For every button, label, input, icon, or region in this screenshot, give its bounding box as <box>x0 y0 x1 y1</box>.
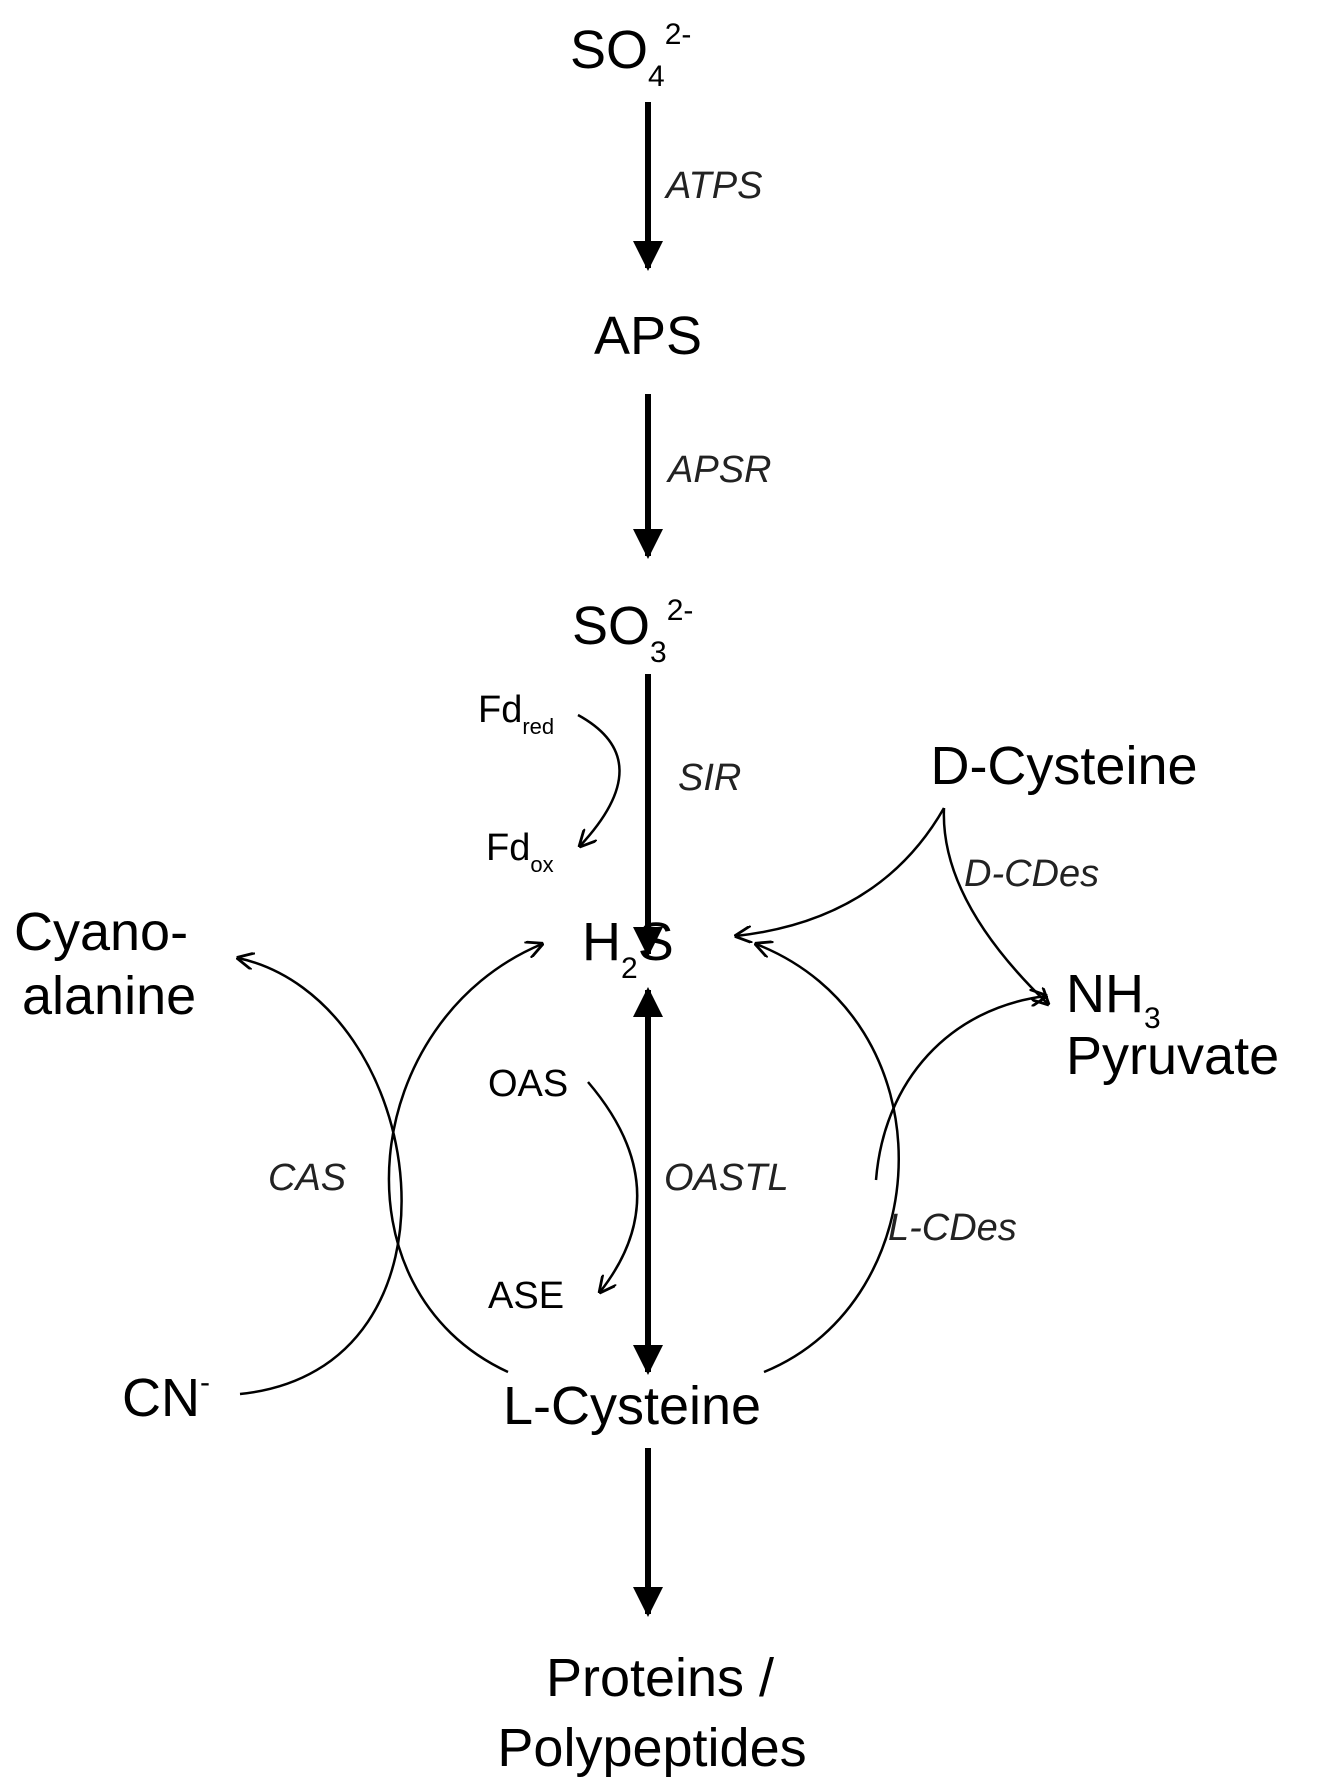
enzyme-cas: CAS <box>268 1157 346 1199</box>
compound-oas: OAS <box>488 1063 568 1105</box>
arrow-oas-to-ase <box>587 1081 639 1292</box>
compound-fd-red: Fdred <box>478 689 554 739</box>
compound-cyanoalanine-line1: Cyano- <box>14 902 188 962</box>
arrow-fd-red-to-fd-ox <box>578 713 621 846</box>
cyanide-charge: - <box>200 1366 210 1399</box>
compound-fd-ox: Fdox <box>486 827 554 877</box>
h2s-subscript: 2 <box>621 952 638 985</box>
sulfate-charge: 2- <box>665 18 692 51</box>
enzyme-d-cdes: D-CDes <box>964 853 1099 895</box>
compound-ase: ASE <box>488 1275 564 1317</box>
sulfite-subscript: 3 <box>650 636 667 669</box>
arrow-d-cysteine-to-h2s <box>736 807 946 936</box>
arrow-l-cysteine-to-h2s-lcdes <box>756 944 900 1374</box>
compound-sulfate: SO42- <box>570 18 691 93</box>
arrow-cyanide-to-cyanoalanine <box>238 958 403 1396</box>
enzyme-apsr: APSR <box>666 449 771 491</box>
sulfate-subscript: 4 <box>648 60 665 93</box>
sulfate-base: SO <box>570 20 648 80</box>
compound-cyanide: CN- <box>122 1366 210 1428</box>
enzyme-l-cdes: L-CDes <box>888 1207 1017 1249</box>
fd-ox-base: Fd <box>486 827 530 869</box>
compound-pyruvate: Pyruvate <box>1066 1026 1279 1086</box>
sulfite-charge: 2- <box>667 594 694 627</box>
fd-red-base: Fd <box>478 689 522 731</box>
compound-l-cysteine: L-Cysteine <box>503 1376 761 1436</box>
compound-proteins-line2: Polypeptides <box>497 1718 806 1778</box>
h2s-s: S <box>638 912 674 972</box>
enzyme-sir: SIR <box>678 757 741 799</box>
compound-sulfite: SO32- <box>572 594 693 669</box>
fd-ox-subscript: ox <box>530 852 553 877</box>
compound-cyanoalanine-line2: alanine <box>22 966 196 1026</box>
fd-red-subscript: red <box>522 714 554 739</box>
enzyme-atps: ATPS <box>664 165 762 207</box>
compound-proteins-line1: Proteins / <box>546 1648 774 1708</box>
arrow-l-cysteine-to-nh3-pyruvate <box>874 996 1046 1181</box>
enzyme-oastl: OASTL <box>664 1157 789 1199</box>
arrow-d-cysteine-to-nh3-pyruvate <box>942 807 1048 1004</box>
cyanide-base: CN <box>122 1368 200 1428</box>
arrow-l-cysteine-to-h2s-cas <box>387 944 542 1374</box>
compound-aps: APS <box>594 306 702 366</box>
h2s-h: H <box>582 912 621 972</box>
compound-hydrogen-sulfide: H2S <box>582 912 674 985</box>
sulfite-base: SO <box>572 596 650 656</box>
compound-d-cysteine: D-Cysteine <box>930 736 1197 796</box>
compound-ammonia: NH3 <box>1066 964 1161 1035</box>
ammonia-base: NH <box>1066 964 1144 1024</box>
ammonia-subscript: 3 <box>1144 1002 1161 1035</box>
